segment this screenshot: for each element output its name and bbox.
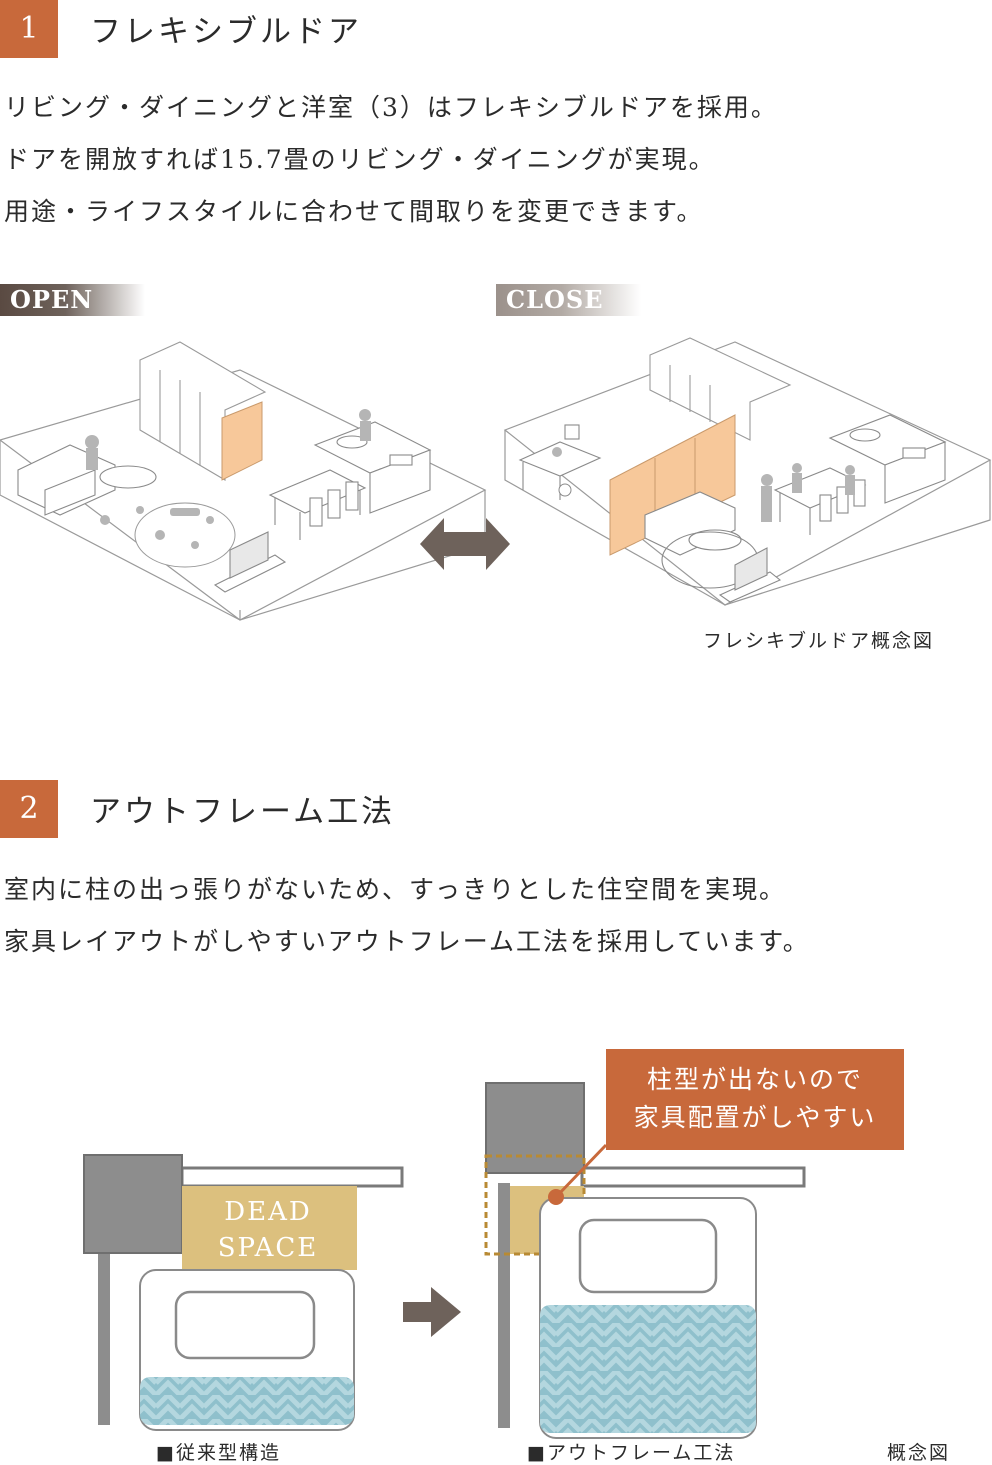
section1-number-badge: 1 bbox=[0, 0, 58, 58]
callout-line-2: 家具配置がしやすい bbox=[633, 1103, 877, 1132]
section2-number-badge: 2 bbox=[0, 780, 58, 838]
section1-line-2: ドアを開放すれば15.7畳のリビング・ダイニングが実現。 bbox=[4, 145, 716, 174]
callout-line-1: 柱型が出ないので bbox=[646, 1065, 863, 1094]
flexible-door-open bbox=[221, 401, 263, 481]
section1-description: リビング・ダイニングと洋室（3）はフレキシブルドアを採用。 ドアを開放すれば15… bbox=[4, 82, 778, 238]
section2-title: アウトフレーム工法 bbox=[90, 794, 396, 830]
open-label: OPEN bbox=[0, 284, 145, 316]
conventional-caption: ■従来型構造 bbox=[156, 1442, 281, 1464]
outframe-caption: ■アウトフレーム工法 bbox=[527, 1442, 736, 1464]
section2-line-2: 家具レイアウトがしやすいアウトフレーム工法を採用しています。 bbox=[4, 927, 810, 956]
section1-title: フレキシブルドア bbox=[90, 14, 362, 50]
section2-line-1: 室内に柱の出っ張りがないため、すっきりとした住空間を実現。 bbox=[4, 875, 787, 904]
dead-space-label: DEAD SPACE bbox=[217, 1197, 319, 1263]
section1-line-1: リビング・ダイニングと洋室（3）はフレキシブルドアを採用。 bbox=[4, 93, 778, 122]
close-label: CLOSE bbox=[496, 284, 641, 316]
section2-description: 室内に柱の出っ張りがないため、すっきりとした住空間を実現。 家具レイアウトがしや… bbox=[4, 864, 810, 968]
open-room-illustration bbox=[0, 341, 487, 621]
outframe-structure-diagram bbox=[484, 1082, 806, 1439]
section1-caption: フレシキブルドア概念図 bbox=[703, 630, 935, 652]
flexible-door-closed bbox=[609, 414, 736, 556]
section2-concept-caption: 概念図 bbox=[887, 1442, 951, 1464]
outframe-callout: 柱型が出ないので 家具配置がしやすい bbox=[606, 1049, 904, 1150]
transition-arrow bbox=[403, 1287, 461, 1337]
section1-line-3: 用途・ライフスタイルに合わせて間取りを変更できます。 bbox=[4, 197, 704, 226]
open-close-toggle-arrow bbox=[420, 518, 510, 570]
conventional-structure-diagram bbox=[83, 1154, 404, 1431]
close-room-illustration bbox=[503, 337, 992, 606]
